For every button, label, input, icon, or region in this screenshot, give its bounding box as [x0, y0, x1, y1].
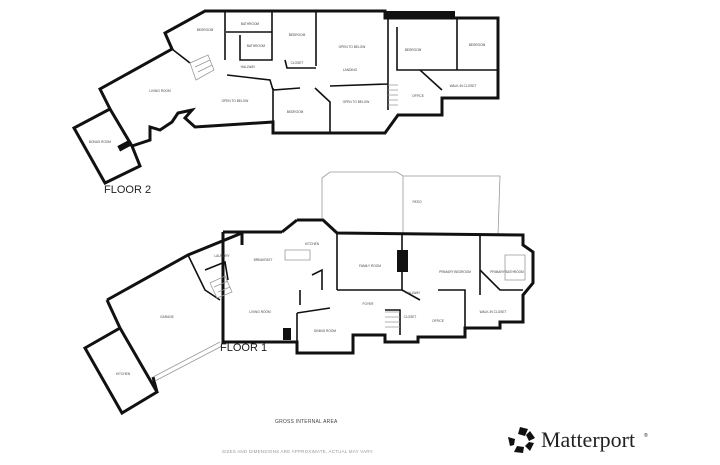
room-label: Office	[412, 94, 424, 98]
room-label: Bedroom	[289, 33, 306, 37]
floor-2-beam	[385, 11, 455, 17]
garage-wall	[82, 230, 244, 416]
floor-1-plan: Patio Laundry Garage Kitchen Kitchen Bre…	[82, 171, 535, 416]
room-label: Walk-in Closet	[450, 84, 477, 88]
floor-1-label: FLOOR 1	[220, 342, 267, 354]
stairs-floor-2	[189, 54, 398, 106]
gross-internal-area-label: GROSS INTERNAL AREA	[275, 419, 338, 425]
room-label: Bonus Room	[89, 140, 111, 144]
bonus-room-wall	[108, 108, 134, 147]
room-label: Open to Below	[222, 99, 249, 103]
room-label: Office	[432, 319, 444, 323]
room-label: Open to Below	[343, 100, 370, 104]
room-label: Garage	[160, 315, 174, 319]
column	[283, 328, 291, 340]
room-label: Primary Bathroom	[490, 270, 524, 274]
disclaimer: SIZES AND DIMENSIONS ARE APPROXIMATE, AC…	[222, 449, 374, 454]
kitchen-island	[284, 249, 311, 261]
room-label: Bedroom	[197, 28, 214, 32]
room-label: Hallway	[406, 291, 422, 295]
room-label: Closet	[404, 315, 417, 319]
room-label: Landing	[343, 68, 358, 72]
room-label: Living Room	[149, 89, 171, 93]
matterport-brand: Matterport	[541, 427, 635, 452]
matterport-logo-icon	[508, 427, 535, 453]
garage-door-window	[152, 341, 223, 382]
floor-1-interior-walls	[296, 233, 523, 342]
room-label: Dining Room	[314, 329, 336, 333]
room-label: Bathroom	[241, 22, 260, 26]
registered-mark: ®	[644, 432, 648, 439]
room-label: Breakfast	[254, 258, 273, 262]
floor-2-outer-wall	[71, 9, 500, 185]
floor-2-interior-walls	[171, 11, 498, 133]
floor-2-label: FLOOR 2	[104, 184, 151, 196]
laundry-walls	[187, 254, 229, 301]
room-label: Foyer	[363, 302, 375, 306]
stairs-floor-1	[209, 275, 400, 328]
floor-1-outer-wall	[221, 218, 535, 355]
room-label: Bedroom	[405, 48, 422, 52]
room-label: Family Room	[359, 264, 381, 268]
room-label: Bathroom	[247, 44, 266, 48]
primary-tub	[504, 254, 526, 281]
room-label: Patio	[412, 200, 422, 204]
room-label: Primary Bedroom	[439, 270, 471, 274]
room-label: Kitchen	[305, 242, 320, 246]
room-label: Open to Below	[339, 45, 366, 49]
room-label: Closet	[291, 61, 304, 65]
chimney	[117, 140, 131, 152]
room-label: Living Room	[249, 310, 271, 314]
room-label: Bedroom	[469, 43, 486, 47]
room-label: Kitchen	[116, 372, 131, 376]
room-label: Bedroom	[287, 110, 304, 114]
patio-outline	[321, 171, 501, 236]
room-label: Walk-in Closet	[480, 310, 507, 314]
fireplace	[397, 250, 408, 272]
room-label: Laundry	[214, 254, 230, 258]
floor-2-plan: Bonus Room Living Room Bedroom Bathroom …	[71, 9, 500, 196]
room-label: Hallway	[241, 65, 257, 69]
